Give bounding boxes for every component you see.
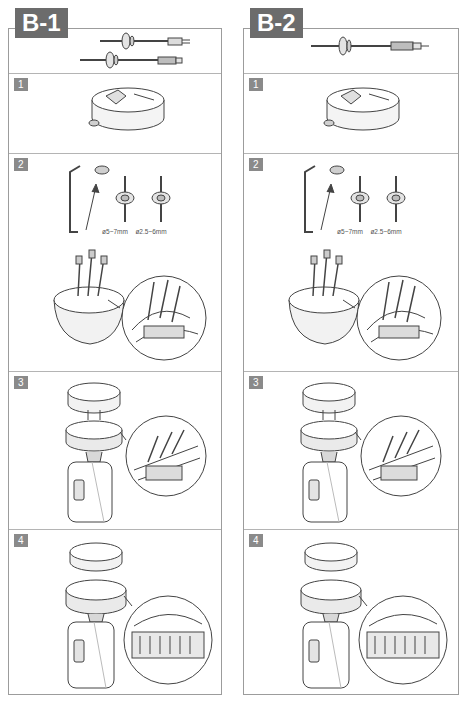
step-number: 3 xyxy=(249,376,263,389)
step-number: 4 xyxy=(14,534,28,547)
step-row: 4 xyxy=(244,529,458,696)
step-number: 3 xyxy=(14,376,28,389)
step-number: 2 xyxy=(14,158,28,171)
step-row: 2 xyxy=(244,153,458,371)
assembly-figure xyxy=(289,88,447,688)
cable-figure xyxy=(80,33,190,68)
step-number: 1 xyxy=(14,78,28,91)
step-panel: B-21234 xyxy=(243,28,459,695)
step-row: 2 xyxy=(9,153,221,371)
step-row: 3 xyxy=(244,371,458,529)
cable-figure xyxy=(311,37,429,55)
step-number: 1 xyxy=(249,78,263,91)
step-panel: B-11234 xyxy=(8,28,222,695)
step-number: 2 xyxy=(249,158,263,171)
dimension-label: ø5~7mm xyxy=(101,228,129,236)
step-row: 4 xyxy=(9,529,221,696)
dimension-label: ø5~7mm xyxy=(336,228,364,236)
dimension-label: ø2.5~6mm xyxy=(369,228,402,236)
step-row: 3 xyxy=(9,371,221,529)
section-title: B-2 xyxy=(250,8,303,38)
assembly-figure xyxy=(54,88,212,688)
section-title: B-1 xyxy=(15,8,68,38)
step-row: 1 xyxy=(244,73,458,153)
step-row: 1 xyxy=(9,73,221,153)
step-number: 4 xyxy=(249,534,263,547)
dimension-label: ø2.5~6mm xyxy=(134,228,167,236)
